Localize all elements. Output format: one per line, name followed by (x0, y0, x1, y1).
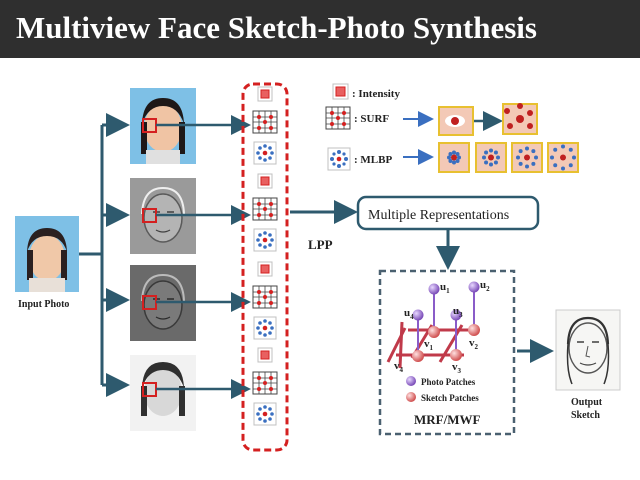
surf-icon (253, 198, 277, 220)
photo-patches-legend: Photo Patches (421, 377, 476, 387)
surf-legend: : SURF (354, 113, 389, 125)
mlbp-patch (476, 143, 506, 172)
mlbp-icon (254, 317, 276, 339)
surf-icon (253, 286, 277, 308)
intensity-icon (258, 174, 272, 188)
node-label-v2: v2 (469, 337, 479, 351)
intensity-icon (258, 348, 272, 362)
mrf-graph (388, 282, 480, 369)
intensity-legend: : Intensity (352, 88, 400, 100)
output-sketch (556, 310, 620, 390)
mlbp-legend-icon (328, 148, 350, 170)
branch-arrows (79, 125, 124, 385)
node-label-v4: v4 (394, 360, 404, 374)
feature-icons (253, 87, 277, 425)
mlbp-patch (548, 143, 578, 172)
lpp-label: LPP (308, 237, 333, 252)
sketch-node-v4 (412, 350, 424, 362)
mlbp-icon (254, 229, 276, 251)
patch-arrows (156, 125, 246, 389)
photo-node-u1 (429, 284, 440, 295)
intensity-icon (258, 262, 272, 276)
surf-icon (253, 111, 277, 133)
mlbp-icon (254, 403, 276, 425)
feature-legend: : Intensity : SURF (326, 84, 400, 170)
output-sketch-label-1: Output (571, 397, 603, 408)
sketch-patches-legend-dot (406, 392, 416, 402)
intensity-icon (258, 87, 272, 101)
photo-node-u4 (413, 310, 424, 321)
output-sketch-label-2: Sketch (571, 410, 600, 421)
node-label-v3: v3 (452, 361, 462, 375)
sketch-node-v2 (468, 324, 480, 336)
input-photo (15, 216, 79, 292)
face-image-gray (130, 355, 196, 431)
node-label-v1: v1 (424, 338, 434, 352)
node-label-u2: u2 (480, 279, 490, 293)
mlbp-patch (512, 143, 542, 172)
node-label-u3: u3 (453, 305, 463, 319)
surf-icon (253, 372, 277, 394)
mlbp-legend: : MLBP (354, 154, 392, 166)
mrf-mwf-label: MRF/MWF (414, 412, 480, 427)
mlbp-patches (439, 143, 578, 172)
input-photo-label: Input Photo (18, 299, 69, 310)
photo-node-u2 (469, 282, 480, 293)
surf-legend-icon (326, 107, 350, 129)
sketch-node-v3 (450, 349, 462, 361)
multiple-representations-label: Multiple Representations (368, 208, 509, 223)
surf-patches (439, 103, 537, 135)
photo-patches-legend-dot (406, 376, 416, 386)
mlbp-icon (254, 142, 276, 164)
mlbp-patch (439, 143, 469, 172)
node-label-u4: u4 (404, 307, 414, 321)
sketch-patches-legend: Sketch Patches (421, 393, 479, 403)
sketch-node-v1 (428, 326, 440, 338)
node-label-u1: u1 (440, 281, 450, 295)
